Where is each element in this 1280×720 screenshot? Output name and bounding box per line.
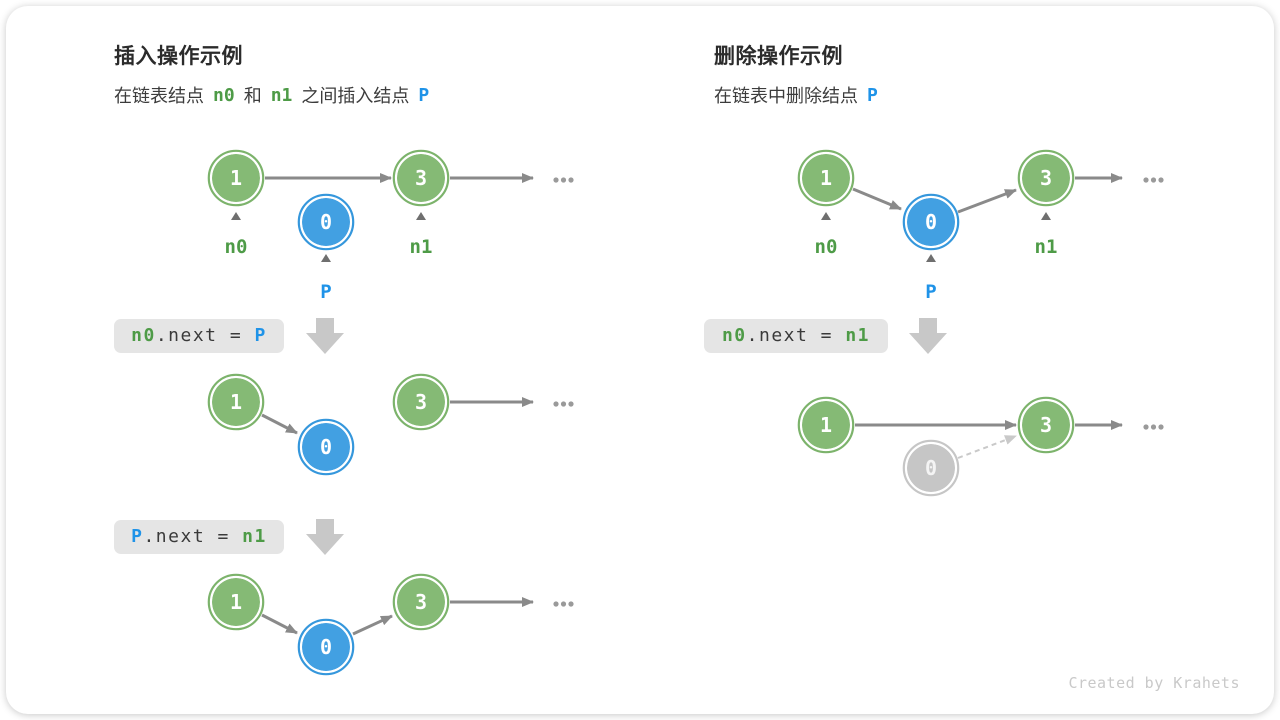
arrow-p-to-n1 xyxy=(957,188,1017,214)
node-1-value: 1 xyxy=(230,390,242,414)
node-p-value: 0 xyxy=(925,210,937,234)
down-arrow-icon xyxy=(306,318,344,354)
node-3: 3 xyxy=(1017,149,1075,207)
node-1-value: 1 xyxy=(820,166,832,190)
node-3: 3 xyxy=(392,573,450,631)
caret-up-icon xyxy=(1041,212,1051,220)
code-n0-next-p: n0.next = P xyxy=(114,319,284,353)
insert-subtitle-n1: n1 xyxy=(270,84,293,106)
code-rhs: n1 xyxy=(242,526,267,547)
ellipsis-dots xyxy=(1143,424,1164,430)
code-n0-next-n1: n0.next = n1 xyxy=(704,319,888,353)
code-rhs: n1 xyxy=(845,325,871,346)
arrow-n0-to-p xyxy=(261,413,298,435)
caret-up-icon xyxy=(821,212,831,220)
label-n1: n1 xyxy=(410,236,433,258)
caret-up-icon xyxy=(416,212,426,220)
ellipsis-dots xyxy=(553,601,574,607)
insert-subtitle-text-2: 和 xyxy=(243,86,262,106)
label-n0: n0 xyxy=(815,236,838,258)
down-arrow-icon xyxy=(306,519,344,555)
delete-subtitle-text-1: 在链表中删除结点 xyxy=(714,86,858,106)
node-3-value: 3 xyxy=(415,166,427,190)
code-rhs: P xyxy=(254,325,267,346)
arrow-n0-to-p xyxy=(852,187,902,211)
node-3-value: 3 xyxy=(415,590,427,614)
node-3-value: 3 xyxy=(1040,413,1052,437)
node-p-value: 0 xyxy=(320,210,332,234)
credit-text: Created by Krahets xyxy=(1068,674,1240,692)
label-p: P xyxy=(320,281,331,303)
insert-title: 插入操作示例 xyxy=(114,45,243,68)
arrow-removed-p-to-n1 xyxy=(957,435,1017,459)
delete-subtitle: 在链表中删除结点 P xyxy=(714,82,878,108)
insert-subtitle-p: P xyxy=(418,84,430,106)
code-lhs: P xyxy=(131,526,144,547)
label-n1: n1 xyxy=(1035,236,1058,258)
node-p-removed-value: 0 xyxy=(925,456,937,480)
node-p: 0 xyxy=(297,618,355,676)
label-p: P xyxy=(925,281,936,303)
node-p-value: 0 xyxy=(320,635,332,659)
code-mid: .next = xyxy=(746,325,846,346)
down-arrow-icon xyxy=(909,318,947,354)
node-p-value: 0 xyxy=(320,435,332,459)
caret-up-icon xyxy=(231,212,241,220)
insert-diagram: 1 3 0 n0 n1 P 1 0 3 xyxy=(207,149,574,676)
arrow-n0-to-p xyxy=(261,613,298,635)
node-1-value: 1 xyxy=(230,590,242,614)
caret-up-icon xyxy=(321,254,331,262)
node-3: 3 xyxy=(1017,396,1075,454)
ellipsis-dots xyxy=(553,401,574,407)
node-1-value: 1 xyxy=(230,166,242,190)
ellipsis-dots xyxy=(1143,177,1164,183)
node-3-value: 3 xyxy=(1040,166,1052,190)
insert-subtitle-n0: n0 xyxy=(213,84,235,106)
node-1: 1 xyxy=(797,149,855,207)
label-n0: n0 xyxy=(225,236,248,258)
node-3: 3 xyxy=(392,373,450,431)
node-1: 1 xyxy=(207,573,265,631)
arrow-p-to-n1 xyxy=(352,614,393,636)
node-1-value: 1 xyxy=(820,413,832,437)
code-mid: .next = xyxy=(143,526,243,547)
caret-up-icon xyxy=(926,254,936,262)
code-mid: .next = xyxy=(155,325,255,346)
code-p-next-n1: P.next = n1 xyxy=(114,520,284,554)
insert-subtitle-text-1: 在链表结点 xyxy=(114,86,204,106)
code-lhs: n0 xyxy=(131,325,156,346)
node-1: 1 xyxy=(797,396,855,454)
node-3: 3 xyxy=(392,149,450,207)
ellipsis-dots xyxy=(553,177,574,183)
node-p: 0 xyxy=(297,193,355,251)
code-lhs: n0 xyxy=(721,325,747,346)
insert-subtitle-text-3: 之间插入结点 xyxy=(301,86,410,106)
node-3-value: 3 xyxy=(415,390,427,414)
node-1: 1 xyxy=(207,149,265,207)
delete-title: 删除操作示例 xyxy=(714,45,843,68)
node-p: 0 xyxy=(297,418,355,476)
node-p-removed: 0 xyxy=(902,439,960,497)
delete-subtitle-p: P xyxy=(867,84,878,106)
delete-diagram: 1 0 3 n0 n1 P 1 3 0 xyxy=(797,149,1164,497)
node-p: 0 xyxy=(902,193,960,251)
node-1: 1 xyxy=(207,373,265,431)
insert-subtitle: 在链表结点 n0 和 n1 之间插入结点 P xyxy=(114,82,429,108)
